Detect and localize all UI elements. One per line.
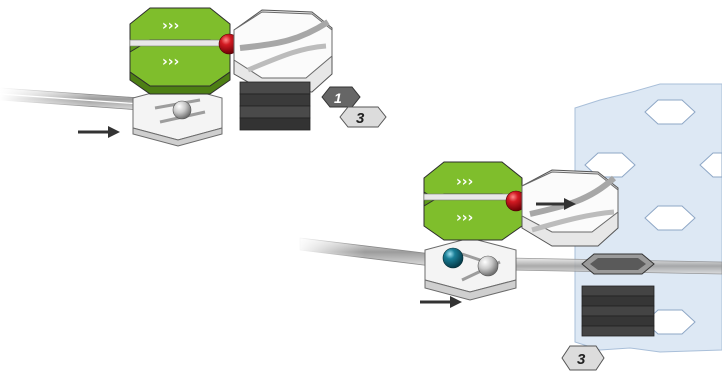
top-switch-base	[132, 85, 223, 147]
ramp-arrow-right-icon	[536, 198, 576, 210]
top-switch-ball	[172, 100, 192, 120]
bottom-chevrons-1: ›››	[456, 174, 473, 190]
top-rail	[0, 80, 141, 111]
hex-badge-icon: 1 3	[321, 86, 387, 128]
top-chevrons-2: ›››	[162, 54, 179, 70]
badge-bottom: 3	[577, 351, 586, 368]
bottom-switch-ball	[477, 255, 499, 277]
blue-hex-panel	[574, 83, 722, 353]
badge-top-small: 1	[334, 90, 342, 106]
arrow-right-icon	[420, 296, 462, 308]
teal-marble	[442, 247, 464, 269]
badge-top-large: 3	[356, 110, 365, 127]
top-ramp-tile	[233, 9, 333, 93]
bottom-switch-base	[424, 237, 517, 301]
bottom-assembly: ››› ›››	[295, 83, 722, 371]
bottom-ramp-tile	[521, 169, 619, 247]
bottom-chevrons-2: ›››	[456, 210, 473, 226]
top-assembly: ››› ››› 1 3	[0, 7, 387, 147]
bottom-dark-stack	[581, 253, 655, 337]
top-dark-stack	[239, 81, 311, 131]
top-chevrons-1: ›››	[162, 18, 179, 34]
top-green-tiles: ››› ›››	[129, 7, 231, 95]
bottom-green-tiles: ››› ›››	[423, 161, 523, 241]
arrow-right-icon	[78, 126, 120, 138]
hex-badge-icon: 3	[561, 345, 605, 371]
